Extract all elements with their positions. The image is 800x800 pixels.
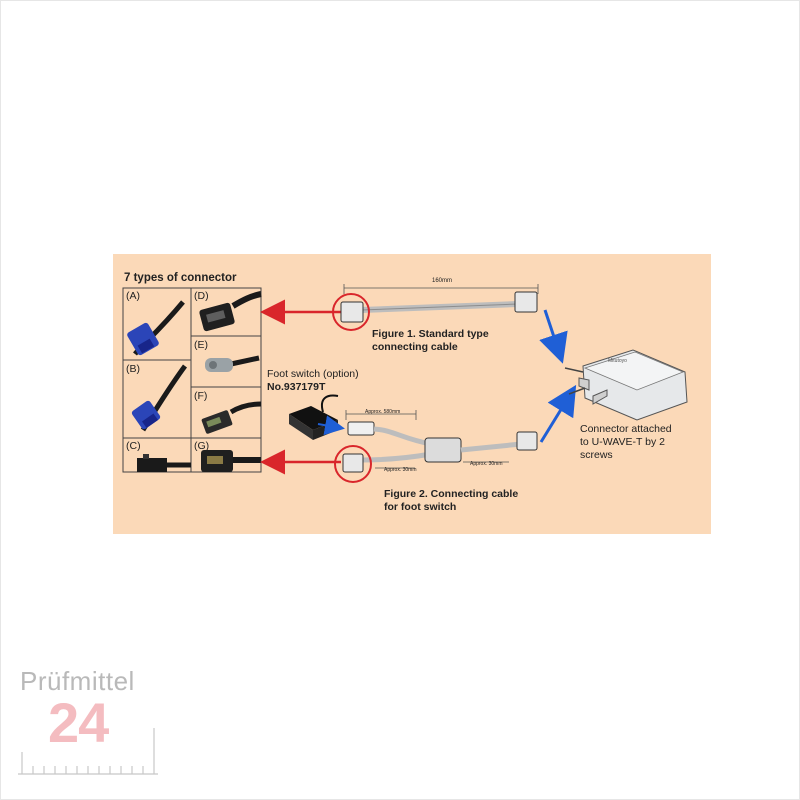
foot-switch-image: [289, 394, 345, 440]
connector-label-g: (G): [194, 440, 210, 452]
figure1-cable: [332, 284, 539, 331]
connector-c-image: [137, 454, 191, 472]
connector-label-a: (A): [126, 290, 140, 302]
connector-a-image: [127, 300, 185, 356]
connector-label-b: (B): [126, 363, 140, 375]
connector-g-image: [201, 450, 261, 472]
attach-note: Connector attached to U-WAVE-T by 2 scre…: [580, 423, 672, 462]
connector-e-image: [205, 355, 260, 372]
foot-switch-number: No.937179T: [267, 381, 326, 393]
dimension-approx-30-left: Approx. 30mm: [384, 467, 417, 473]
figure1-caption-line1: Figure 1. Standard type: [372, 328, 489, 340]
device-brand: Mitutoyo: [608, 358, 627, 364]
figure1-caption: Figure 1. Standard type connecting cable: [372, 328, 489, 354]
connector-label-c: (C): [126, 440, 141, 452]
fig1-highlight-circle: [332, 293, 370, 331]
attach-note-line1: Connector attached: [580, 423, 672, 435]
connector-label-d: (D): [194, 290, 209, 302]
ruler-graphic: [18, 728, 158, 775]
figure2-caption-line2: for foot switch: [384, 501, 457, 513]
dimension-approx-30-right: Approx. 30mm: [470, 461, 503, 467]
u-wave-t-device-image: [564, 349, 688, 421]
dimension-approx-580: Approx. 580mm: [365, 409, 401, 415]
connector-label-e: (E): [194, 339, 208, 351]
connector-grid: [122, 287, 262, 473]
blue-arrow-bottom: [539, 384, 577, 443]
figure2-caption-line1: Figure 2. Connecting cable: [384, 488, 519, 500]
connector-label-f: (F): [194, 390, 208, 402]
logo-number: 24: [48, 691, 109, 754]
foot-switch-label: Foot switch (option): [267, 368, 359, 380]
attach-note-line3: screws: [580, 449, 613, 461]
attach-note-line2: to U-WAVE-T by 2: [580, 436, 665, 448]
blue-arrow-top: [539, 309, 568, 364]
figure1-caption-line2: connecting cable: [372, 341, 458, 353]
dimension-160mm: 160mm: [432, 278, 453, 284]
figure2-cable: [334, 410, 538, 483]
logo-wordmark: Prüfmittel: [20, 666, 135, 696]
figure2-caption: Figure 2. Connecting cable for foot swit…: [384, 488, 518, 514]
connector-d-image: [199, 291, 262, 332]
connector-f-image: [201, 401, 262, 434]
connector-diagram: [122, 284, 688, 483]
section-title: 7 types of connector: [124, 272, 237, 284]
fig2-highlight-circle: [334, 445, 372, 483]
connector-b-image: [131, 364, 188, 432]
